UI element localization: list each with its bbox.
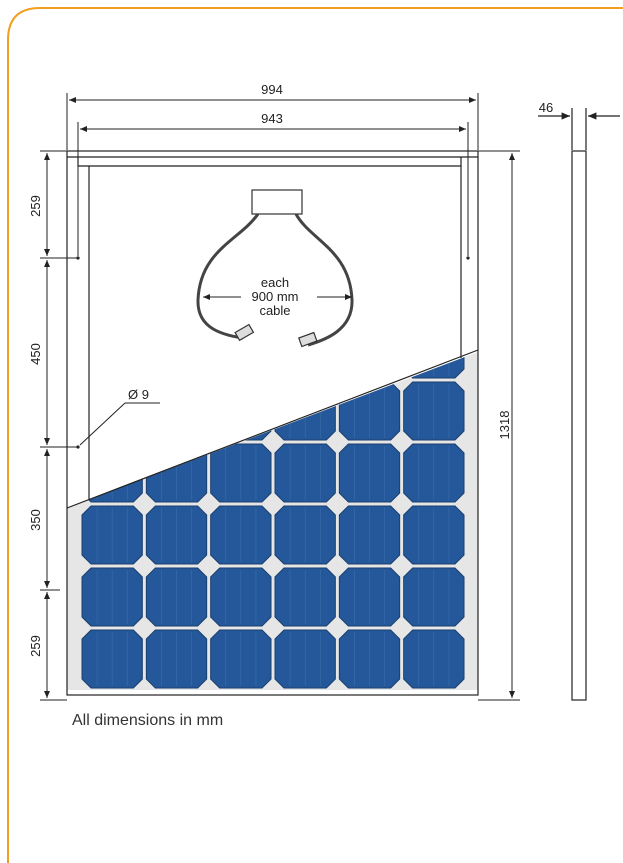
solar-cell — [210, 381, 272, 441]
cable-note-line-3: cable — [259, 303, 290, 318]
side-profile — [538, 108, 620, 701]
solar-cell — [338, 352, 401, 379]
solar-cell — [274, 352, 336, 379]
width-dimension-lines — [66, 93, 479, 256]
hole-diameter-label: Ø 9 — [128, 387, 149, 402]
overall-height-label: 1318 — [497, 411, 512, 440]
solar-cell — [145, 352, 208, 379]
solar-cell — [145, 381, 208, 441]
overall-height-dimension — [478, 150, 520, 701]
caption: All dimensions in mm — [72, 712, 224, 729]
junction-box — [196, 189, 354, 348]
cable-note-line-2: 900 mm — [252, 289, 299, 304]
panel-outline — [66, 150, 479, 696]
seg-lower-mid-label: 350 — [28, 509, 43, 531]
seg-top-label: 259 — [28, 195, 43, 217]
left-height-dimensions — [40, 150, 78, 701]
solar-cell — [81, 352, 143, 379]
inner-width-label: 943 — [261, 111, 283, 126]
solar-cells — [67, 352, 478, 690]
hole-callout-leader — [79, 402, 160, 446]
overall-width-label: 994 — [261, 82, 283, 97]
seg-upper-mid-label: 450 — [28, 343, 43, 365]
frame-depth-label: 46 — [539, 100, 553, 115]
seg-bottom-label: 259 — [28, 635, 43, 657]
cable-note-line-1: each — [261, 275, 289, 290]
